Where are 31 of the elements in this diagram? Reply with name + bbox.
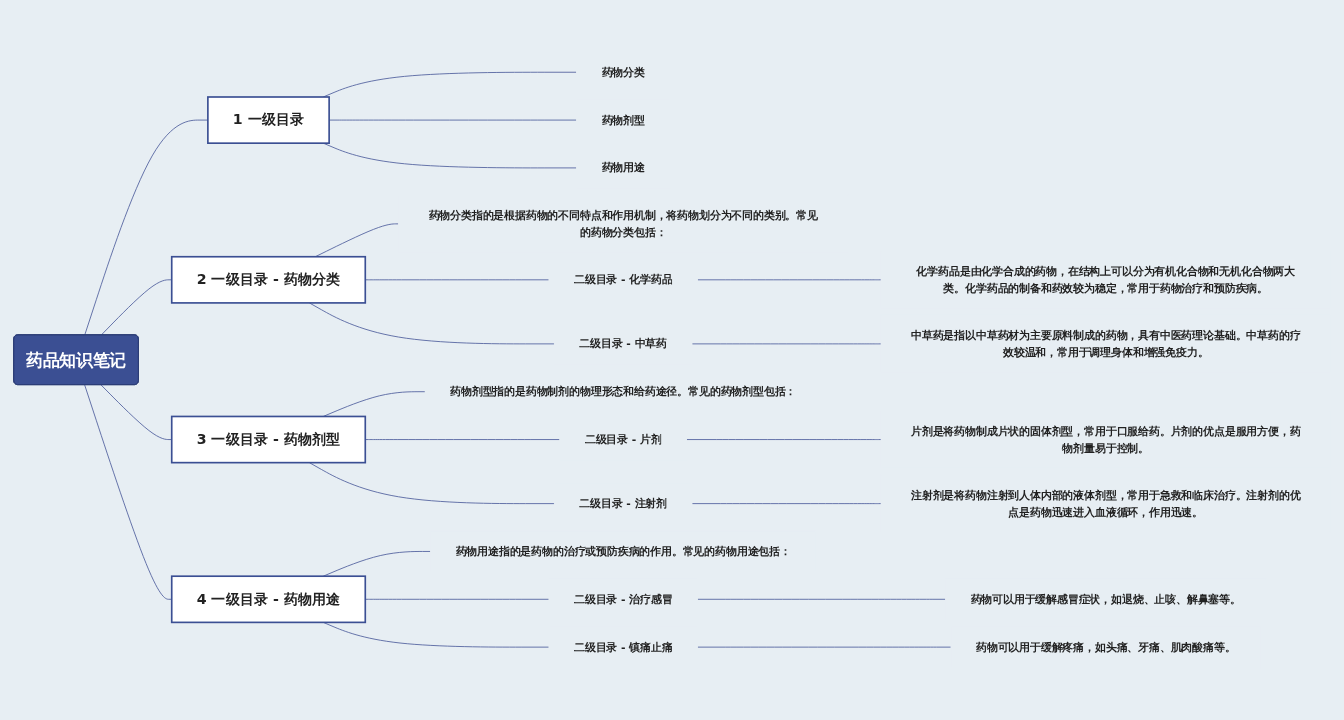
node-text: 二级目录 - 化学药品 — [573, 273, 673, 287]
node-text: 二级目录 - 镇痛止痛 — [573, 640, 673, 654]
node-text: 注射剂是将药物注射到人体内部的液体剂型，常用于急救和临床治疗。注射剂的优点是药物迅速进入血液循环，作用迅速。 — [911, 489, 1301, 519]
node-text: 片剂是将药物制成片状的固体剂型，常用于口服给药。片剂的优点是服用方便，药物剂量易于控制。 — [911, 425, 1301, 455]
connector — [691, 503, 882, 505]
node-text: 中草药是指以中草药材为主要原料制成的药物，具有中医药理论基础。中草药的疗效较温和，常用于调理身体和增强免疫力。 — [911, 329, 1301, 359]
node-text: 二级目录 - 中草药 — [579, 337, 668, 351]
connector — [322, 72, 577, 98]
connector — [308, 462, 555, 505]
connector — [691, 343, 882, 345]
connector — [697, 279, 882, 281]
node-text: 药物剂型指的是药物制剂的物理形态和给药途径。常见的药物剂型包括： — [450, 385, 797, 399]
node-text: 药物可以用于缓解疼痛，如头痛、牙痛、肌肉酸痛等。 — [975, 640, 1236, 654]
node-text: 药物分类 — [601, 66, 645, 79]
connector — [686, 439, 882, 441]
node-box: 4 一级目录 - 药物用途 — [170, 575, 367, 624]
node-text: 药物用途指的是药物的治疗或预防疾病的作用。常见的药物用途包括： — [455, 545, 791, 558]
connector — [697, 647, 952, 648]
node-text: 二级目录 - 片剂 — [584, 433, 662, 446]
node-text: 化学药品是由化学合成的药物，在结构上可以分为有机化合物和无机化合物两大类。化学药品的制备和药效较为稳定，常用于药物治疗和预防疾病。 — [916, 265, 1295, 295]
node-text: 药物可以用于缓解感冒症状，如退烧、止咳、解鼻塞等。 — [970, 593, 1241, 606]
node-box: 2 一级目录 - 药物分类 — [170, 256, 367, 305]
node-box: 3 一级目录 - 药物剂型 — [170, 415, 367, 464]
node-text: 药物分类指的是根据药物的不同特点和作用机制，将药物划分为不同的类别。常见的药物分类包括： — [428, 209, 818, 239]
node-text: 二级目录 - 注射剂 — [579, 497, 668, 510]
node-text: 药物剂型 — [601, 113, 645, 127]
connector — [314, 223, 399, 258]
node-text: 药物用途 — [601, 161, 645, 175]
node-text: 二级目录 - 治疗感冒 — [573, 593, 673, 606]
connector — [697, 599, 946, 600]
node-box: 1 一级目录 — [207, 96, 330, 145]
